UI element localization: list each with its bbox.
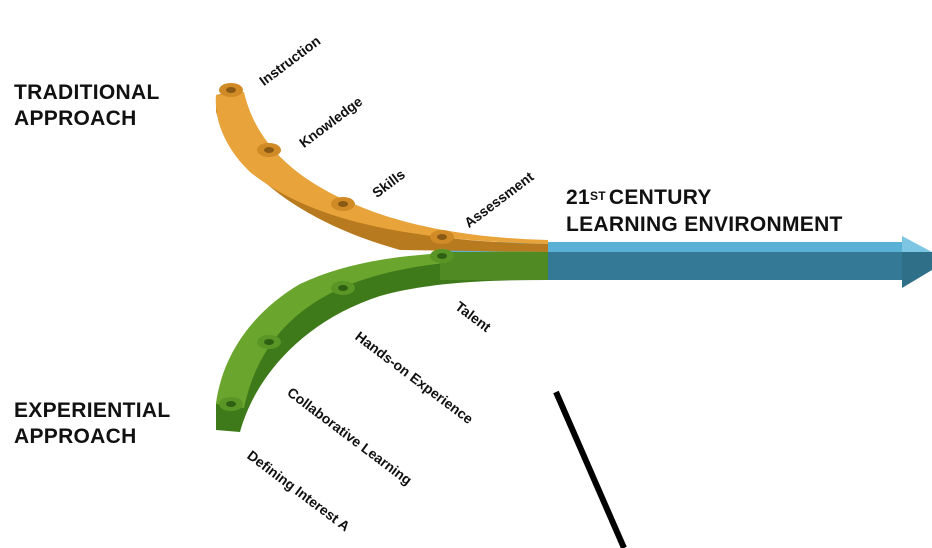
traditional-approach-heading: TRADITIONAL APPROACH — [14, 80, 160, 132]
century-heading-line2: LEARNING ENVIRONMENT — [566, 213, 843, 236]
traditional-heading-line2: APPROACH — [14, 107, 137, 130]
experiential-heading-line1: EXPERIENTIAL — [14, 399, 171, 422]
traditional-pegs — [219, 83, 454, 244]
century-arrow — [440, 236, 932, 288]
diagonal-stroke — [553, 390, 627, 548]
experiential-approach-heading: EXPERIENTIAL APPROACH — [14, 398, 170, 450]
experiential-heading-line2: APPROACH — [14, 425, 137, 448]
experiential-pegs — [219, 249, 454, 411]
traditional-path — [215, 92, 548, 252]
century-superscript: ST — [589, 189, 606, 203]
century-word: CENTURY — [608, 186, 712, 209]
century-number: 21 — [566, 186, 590, 209]
experiential-path — [216, 251, 548, 432]
traditional-heading-line1: TRADITIONAL — [14, 81, 160, 104]
